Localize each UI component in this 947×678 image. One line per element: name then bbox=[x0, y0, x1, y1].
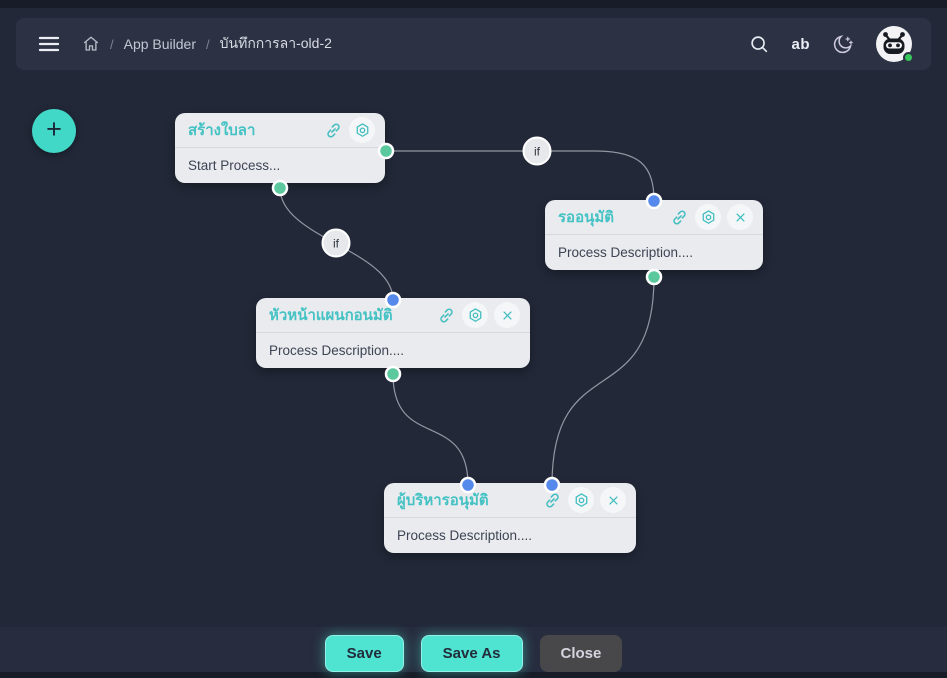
breadcrumb-separator: / bbox=[206, 36, 210, 52]
node-description: Process Description.... bbox=[558, 245, 694, 260]
gear-icon[interactable] bbox=[568, 487, 594, 513]
gear-icon[interactable] bbox=[349, 117, 375, 143]
gear-icon[interactable] bbox=[462, 302, 488, 328]
user-avatar[interactable] bbox=[875, 25, 914, 63]
node-header: ผู้บริหารอนุมัติ bbox=[384, 483, 636, 518]
flow-canvas[interactable]: / App Builder / บันทึกการลา-old-2 ab bbox=[0, 8, 947, 627]
gear-icon[interactable] bbox=[695, 204, 721, 230]
breadcrumb-separator: / bbox=[110, 36, 114, 52]
action-bar: Save Save As Close bbox=[0, 627, 947, 672]
add-node-button[interactable]: + bbox=[32, 109, 76, 153]
node-title: รออนุมัติ bbox=[558, 209, 614, 226]
flow-node-dept-head-approve[interactable]: หัวหน้าแผนกอนมัติ Process Description...… bbox=[256, 298, 530, 368]
connection-handle-source[interactable] bbox=[645, 268, 663, 286]
flow-node-wait-approval[interactable]: รออนุมัติ Process Description.... bbox=[545, 200, 763, 270]
condition-badge-label: if bbox=[534, 145, 541, 159]
close-icon[interactable] bbox=[600, 487, 626, 513]
node-description: Start Process... bbox=[188, 158, 281, 173]
node-description: Process Description.... bbox=[397, 528, 533, 543]
dark-mode-moon-icon[interactable] bbox=[831, 33, 854, 56]
hamburger-menu-icon[interactable] bbox=[34, 29, 64, 59]
edge-start-to-wait bbox=[386, 150, 655, 202]
edge-start-to-manager bbox=[279, 187, 394, 301]
link-icon[interactable] bbox=[670, 208, 689, 227]
node-header: รออนุมัติ bbox=[545, 200, 763, 235]
flow-node-start[interactable]: สร้างใบลา Start Process... bbox=[175, 113, 385, 183]
link-icon[interactable] bbox=[543, 491, 562, 510]
node-description: Process Description.... bbox=[269, 343, 405, 358]
node-title: สร้างใบลา bbox=[188, 122, 256, 139]
condition-badge-label: if bbox=[333, 237, 340, 251]
condition-badge[interactable] bbox=[321, 228, 351, 258]
flow-node-executive-approve[interactable]: ผู้บริหารอนุมัติ Process Description.... bbox=[384, 483, 636, 553]
node-header: หัวหน้าแผนกอนมัติ bbox=[256, 298, 530, 333]
link-icon[interactable] bbox=[437, 306, 456, 325]
condition-badge[interactable] bbox=[522, 136, 552, 166]
breadcrumb-current-page: บันทึกการลา-old-2 bbox=[219, 35, 332, 51]
close-button[interactable]: Close bbox=[539, 635, 623, 672]
node-title: หัวหน้าแผนกอนมัติ bbox=[269, 307, 393, 324]
link-icon[interactable] bbox=[324, 121, 343, 140]
connection-handle-source[interactable] bbox=[271, 179, 289, 197]
node-title: ผู้บริหารอนุมัติ bbox=[397, 492, 489, 509]
save-as-button[interactable]: Save As bbox=[420, 635, 523, 672]
edge-manager-to-executive bbox=[392, 373, 469, 486]
close-icon[interactable] bbox=[494, 302, 520, 328]
search-icon[interactable] bbox=[748, 33, 770, 55]
font-size-toggle[interactable]: ab bbox=[791, 35, 810, 53]
robot-avatar-icon bbox=[876, 26, 912, 62]
home-icon[interactable] bbox=[82, 35, 100, 53]
top-navigation-bar: / App Builder / บันทึกการลา-old-2 ab bbox=[16, 18, 931, 70]
breadcrumb-app-builder[interactable]: App Builder bbox=[123, 36, 197, 52]
close-icon[interactable] bbox=[727, 204, 753, 230]
node-header: สร้างใบลา bbox=[175, 113, 385, 148]
breadcrumb: / App Builder / บันทึกการลา-old-2 bbox=[82, 33, 332, 55]
save-button[interactable]: Save bbox=[324, 635, 404, 672]
edge-wait-to-executive bbox=[551, 276, 655, 486]
online-status-dot bbox=[903, 52, 914, 63]
connection-handle-source[interactable] bbox=[384, 365, 402, 383]
